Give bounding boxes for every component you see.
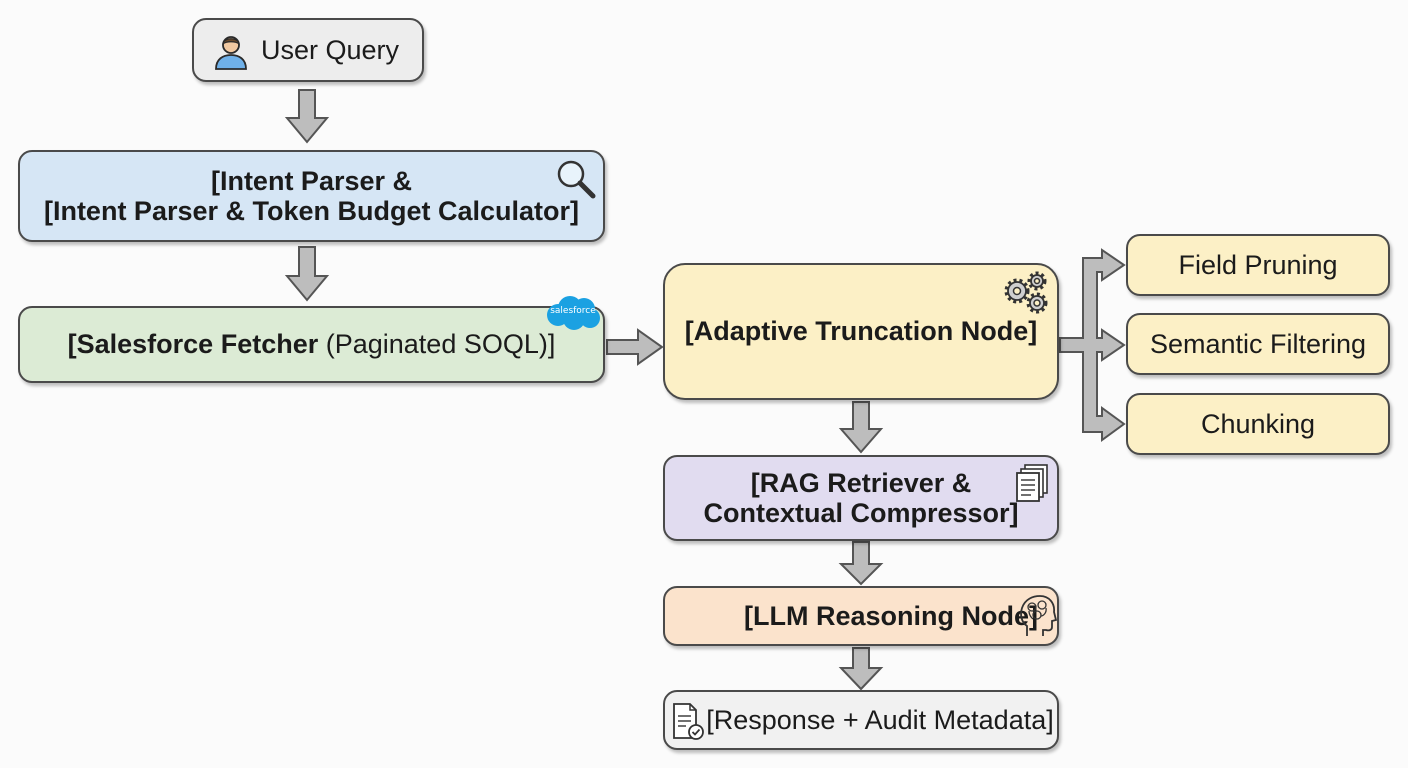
salesforce-logo-icon bbox=[547, 296, 600, 330]
adaptive-truncation-node: [Adaptive Truncation Node] bbox=[663, 263, 1059, 400]
semantic-filtering-node: Semantic Filtering bbox=[1126, 313, 1390, 375]
arrow-user-to-intent bbox=[284, 89, 330, 144]
llm-reasoning-label: [LLM Reasoning Node] bbox=[744, 600, 1038, 631]
document-check-icon bbox=[671, 702, 705, 747]
arrow-fetcher-to-adaptive bbox=[606, 328, 664, 366]
chunking-node: Chunking bbox=[1126, 393, 1390, 455]
arrow-llm-to-response bbox=[838, 647, 884, 691]
user-query-node: User Query bbox=[192, 18, 424, 82]
intent-parser-line2: [Intent Parser & Token Budget Calculator… bbox=[43, 196, 580, 226]
intent-parser-line1: [Intent Parser & bbox=[210, 165, 413, 196]
rag-retriever-line1: [RAG Retriever & bbox=[750, 467, 972, 498]
rag-retriever-node: [RAG Retriever & Contextual Compressor] bbox=[663, 455, 1059, 541]
rag-retriever-line2: Contextual Compressor] bbox=[703, 498, 1019, 528]
response-label: [Response + Audit Metadata] bbox=[706, 704, 1054, 735]
llm-reasoning-node: [LLM Reasoning Node] bbox=[663, 586, 1059, 646]
arrow-rag-to-llm bbox=[838, 541, 884, 586]
field-pruning-label: Field Pruning bbox=[1178, 249, 1338, 280]
adaptive-truncation-label: [Adaptive Truncation Node] bbox=[684, 316, 1038, 347]
salesforce-fetcher-subtitle: (Paginated SOQL)] bbox=[318, 329, 556, 360]
documents-icon bbox=[1015, 463, 1049, 510]
response-node: [Response + Audit Metadata] bbox=[663, 690, 1059, 750]
brain-head-icon bbox=[1019, 594, 1058, 643]
arrow-adaptive-to-rag bbox=[838, 401, 884, 454]
chunking-label: Chunking bbox=[1200, 408, 1316, 439]
magnifier-icon bbox=[555, 158, 597, 205]
arrow-adaptive-to-branches bbox=[1059, 248, 1126, 442]
field-pruning-node: Field Pruning bbox=[1126, 234, 1390, 296]
salesforce-fetcher-node: [Salesforce Fetcher (Paginated SOQL)] bbox=[18, 306, 605, 383]
arrow-intent-to-fetcher bbox=[284, 246, 330, 302]
semantic-filtering-label: Semantic Filtering bbox=[1149, 328, 1367, 359]
user-icon bbox=[212, 32, 250, 75]
intent-parser-node: [Intent Parser & [Intent Parser & Token … bbox=[18, 150, 605, 242]
salesforce-fetcher-title: [Salesforce Fetcher bbox=[67, 329, 319, 360]
gears-icon bbox=[1001, 271, 1051, 320]
user-query-label: User Query bbox=[260, 34, 400, 65]
salesforce-logo-text: salesforce bbox=[550, 306, 596, 316]
